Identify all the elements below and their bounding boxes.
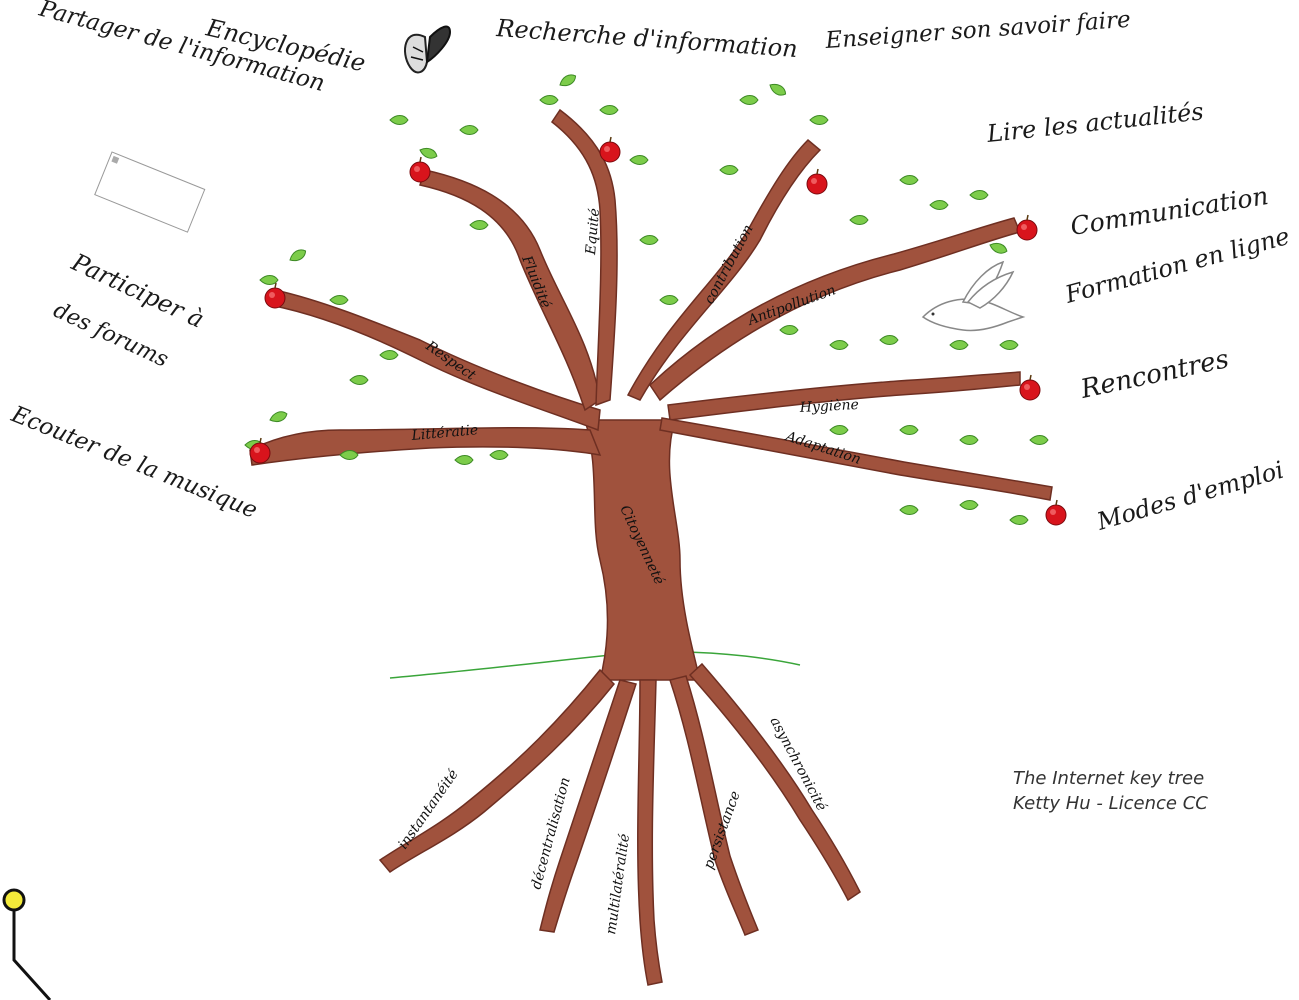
apple-icon <box>600 137 620 162</box>
apple-icon <box>1046 500 1066 525</box>
branch-upper-left <box>420 170 600 410</box>
apple-icon <box>265 283 285 308</box>
dove-icon <box>923 262 1023 331</box>
branch-word: Hygiène <box>798 397 859 416</box>
around-word: Rencontres <box>1077 344 1231 405</box>
around-word: Recherche d'information <box>495 14 799 63</box>
apple-icon <box>1020 375 1040 400</box>
apple-icon <box>1017 215 1037 240</box>
root-3 <box>638 680 662 985</box>
root-word: multilatéralité <box>603 833 633 936</box>
apple-icon <box>807 169 827 194</box>
around-word: Communication <box>1068 181 1270 241</box>
around-word: Modes d'emploi <box>1093 456 1287 536</box>
around-word: Ecouter de la musique <box>7 401 261 524</box>
pin-icon <box>4 890 50 1000</box>
credit-license: Ketty Hu - Licence CC <box>1013 793 1208 814</box>
around-word: Enseigner son savoir faire <box>824 7 1132 54</box>
credit-title: The Internet key tree <box>1013 768 1204 789</box>
apple-icon <box>410 157 430 182</box>
envelope-icon <box>95 152 205 232</box>
branch-word: contribution <box>701 222 756 307</box>
butterfly-icon <box>405 27 450 73</box>
around-word: Lire les actualités <box>985 97 1205 148</box>
ground-line <box>390 652 800 678</box>
